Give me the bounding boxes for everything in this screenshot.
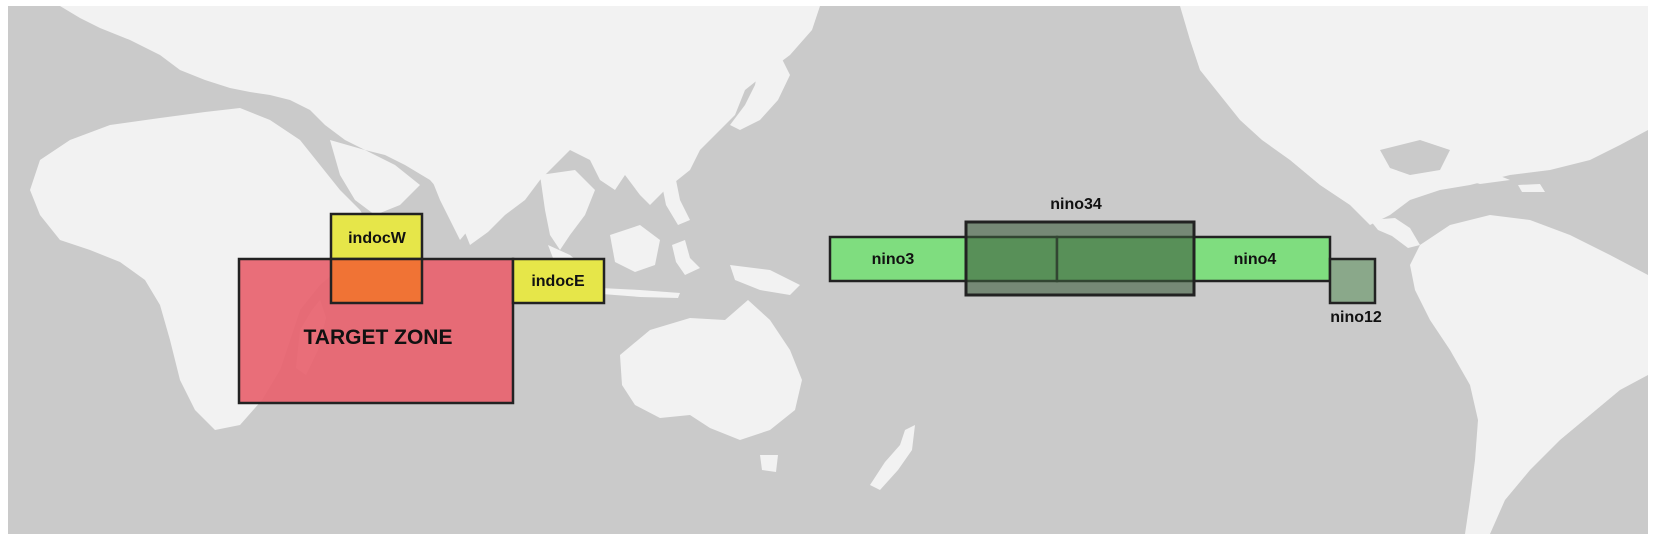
central-america-land bbox=[1370, 218, 1420, 248]
borneo-land bbox=[610, 225, 660, 272]
eurasia-land bbox=[60, 6, 820, 245]
philippines-land bbox=[660, 175, 690, 225]
nino34-box bbox=[964, 220, 1196, 297]
indocw-target-overlap bbox=[329, 257, 424, 305]
new-zealand-land bbox=[870, 425, 915, 490]
indocw-label: indocW bbox=[348, 230, 407, 247]
indocw-box bbox=[329, 212, 424, 261]
hispaniola-land bbox=[1518, 184, 1545, 192]
target-zone-label: TARGET ZONE bbox=[304, 326, 453, 349]
nino3-label: nino3 bbox=[872, 251, 915, 268]
north-america-land bbox=[1180, 6, 1648, 225]
nino4-label: nino4 bbox=[1234, 251, 1277, 268]
australia-land bbox=[620, 300, 802, 440]
sulawesi-land bbox=[672, 240, 700, 275]
se-asia-land bbox=[540, 170, 595, 250]
nino34-label: nino34 bbox=[1050, 196, 1102, 213]
nino12-box bbox=[1328, 257, 1377, 305]
india-land bbox=[430, 175, 490, 240]
japan-land bbox=[730, 55, 790, 130]
tasmania-land bbox=[760, 455, 778, 472]
java-land bbox=[600, 288, 680, 298]
arabia-land bbox=[330, 140, 420, 215]
nino12-label: nino12 bbox=[1330, 309, 1382, 326]
gulf-of-mexico-water bbox=[1380, 140, 1450, 175]
indoce-box bbox=[511, 257, 606, 305]
indoce-label: indocE bbox=[531, 273, 585, 290]
new-guinea-land bbox=[730, 265, 800, 295]
south-america-land bbox=[1410, 215, 1648, 534]
cuba-land bbox=[1450, 172, 1510, 184]
